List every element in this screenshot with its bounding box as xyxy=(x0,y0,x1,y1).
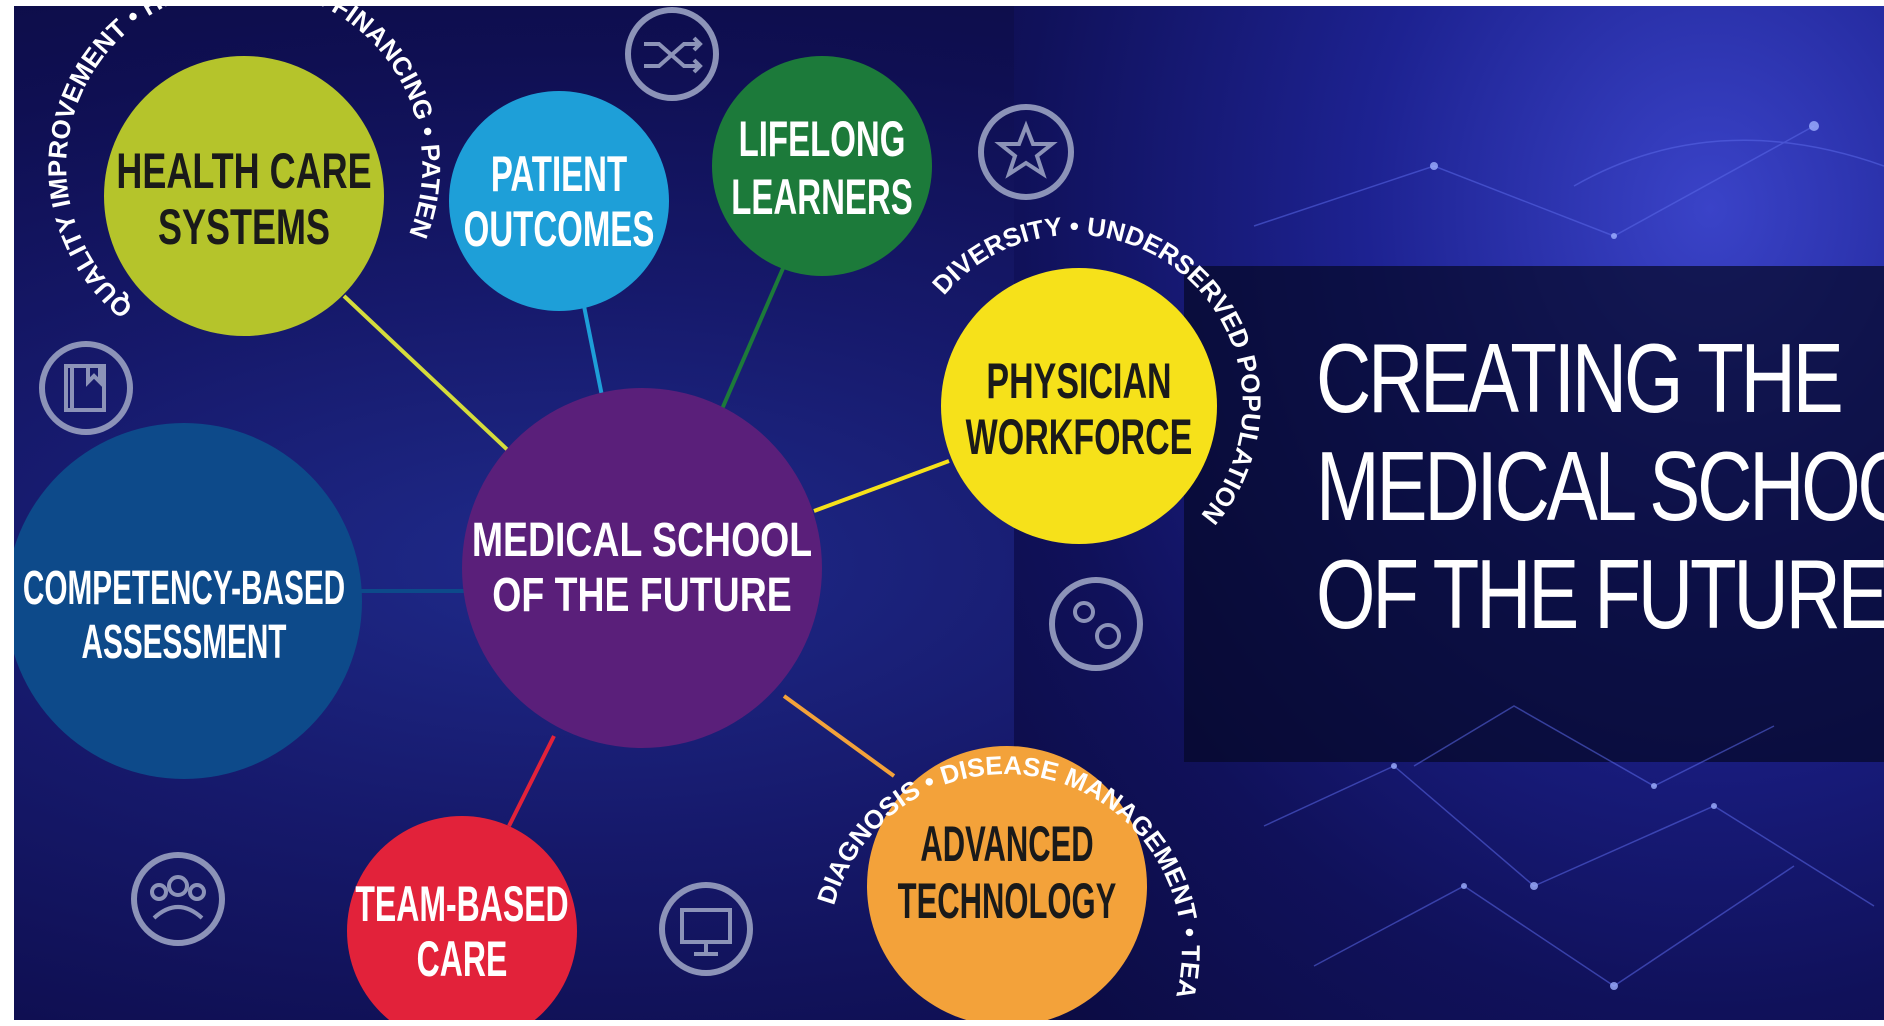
node-health-care-systems: HEALTH CARE SYSTEMS QUALITY IMPROVEMENT … xyxy=(14,6,446,336)
node-team-based-care: TEAM-BASED CARE xyxy=(347,816,577,1020)
connectors xyxy=(342,265,950,827)
node-lifelong-learners: LIFELONG LEARNERS xyxy=(712,56,932,276)
cba-line2: ASSESSMENT xyxy=(82,616,287,669)
group-icon xyxy=(131,852,225,946)
hcs-line2: SYSTEMS xyxy=(158,200,330,255)
headline: CREATING THE MEDICAL SCHOOL OF THE FUTUR… xyxy=(1316,323,1884,649)
center-title-line1: MEDICAL SCHOOL xyxy=(472,514,812,568)
ll-line2: LEARNERS xyxy=(731,169,913,224)
pw-line1: PHYSICIAN xyxy=(986,354,1171,410)
hcs-line1: HEALTH CARE xyxy=(116,144,371,199)
tbc-line1: TEAM-BASED xyxy=(355,876,568,932)
po-line1: PATIENT xyxy=(491,146,627,201)
headline-line2: MEDICAL SCHOOL xyxy=(1316,431,1884,541)
tbc-line2: CARE xyxy=(417,931,508,987)
cba-line1: COMPETENCY-BASED xyxy=(23,562,345,615)
gears-icon xyxy=(1049,577,1143,671)
shuffle-icon xyxy=(625,7,719,101)
node-competency-assessment: COMPETENCY-BASED ASSESSMENT xyxy=(14,423,362,779)
ll-line1: LIFELONG xyxy=(739,111,906,166)
network-lines xyxy=(1253,125,1884,987)
center-title-line2: OF THE FUTURE xyxy=(492,569,791,623)
center-node: MEDICAL SCHOOL OF THE FUTURE xyxy=(462,388,822,748)
diagram: MEDICAL SCHOOL OF THE FUTURE HEALTH CARE… xyxy=(14,6,1884,1020)
po-line2: OUTCOMES xyxy=(464,201,655,256)
headline-line3: OF THE FUTURE xyxy=(1316,539,1884,649)
monitor-icon xyxy=(659,882,753,976)
pw-line2: WORKFORCE xyxy=(966,410,1193,466)
at-line2: TECHNOLOGY xyxy=(898,872,1117,928)
book-icon xyxy=(39,341,133,435)
star-icon xyxy=(978,104,1074,200)
title-band xyxy=(1184,266,1884,762)
headline-line1: CREATING THE xyxy=(1316,323,1844,433)
node-patient-outcomes: PATIENT OUTCOMES xyxy=(449,91,669,311)
network-nodes xyxy=(1391,121,1819,990)
at-line1: ADVANCED xyxy=(920,815,1093,871)
infographic: MEDICAL SCHOOL OF THE FUTURE HEALTH CARE… xyxy=(14,6,1884,1020)
